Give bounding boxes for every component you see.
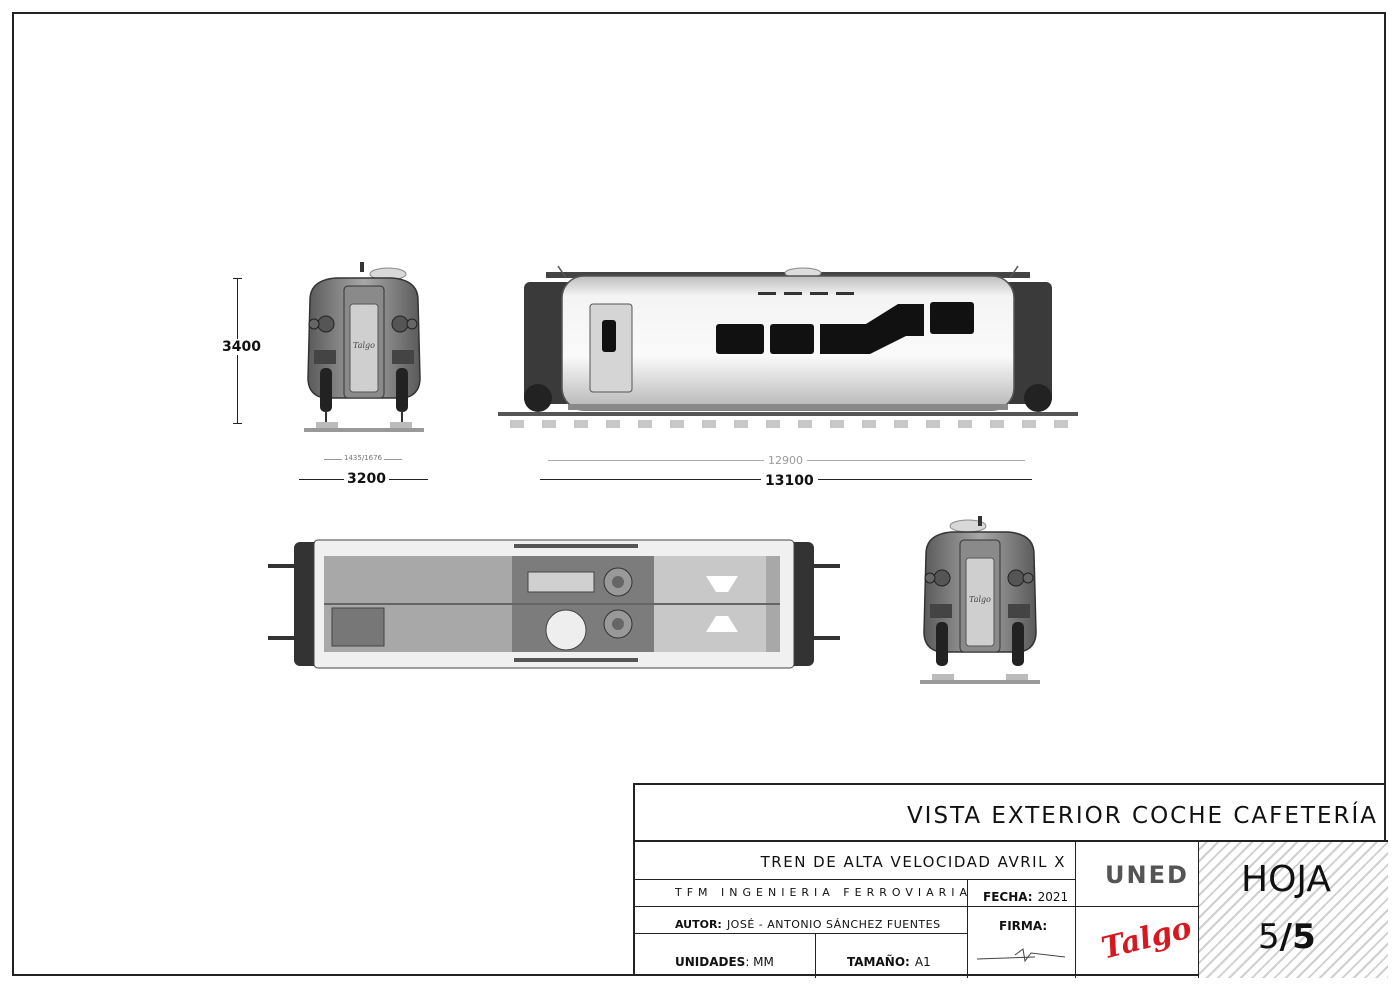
signature-graphic — [976, 948, 1066, 963]
side-view — [498, 265, 1078, 428]
total-length-dimension: 13100 — [761, 473, 818, 489]
autor-label: AUTOR: — [675, 918, 722, 931]
tamano-value: A1 — [914, 955, 931, 969]
front-view-top: Talgo — [304, 262, 424, 432]
autor-field: AUTOR: JOSÉ - ANTONIO SÁNCHEZ FUENTES — [675, 913, 941, 932]
hoja-label: HOJA — [1241, 859, 1332, 900]
project-title: TREN DE ALTA VELOCIDAD AVRIL X — [760, 853, 1066, 871]
sheet-hatch — [1198, 841, 1388, 978]
unidades-value: : MM — [745, 955, 774, 969]
height-tick-bottom — [233, 423, 242, 424]
car-logo-rear: Talgo — [969, 595, 991, 604]
sheet-current: 5 — [1258, 917, 1280, 957]
fecha-value: 2021 — [1037, 890, 1069, 904]
gauge-dimension: 1435/1676 — [342, 454, 384, 462]
program-name: TFM INGENIERIA FERROVIARIA — [675, 886, 973, 899]
unidades-label: UNIDADES — [675, 955, 746, 969]
tamano-label: TAMAÑO: — [847, 955, 910, 969]
inner-length-dimension: 12900 — [764, 454, 807, 467]
firma-label: FIRMA: — [999, 919, 1048, 933]
sheet-total: 5 — [1292, 917, 1316, 957]
rear-view: Talgo — [920, 516, 1040, 684]
unidades-field: UNIDADES: MM — [675, 951, 774, 970]
tamano-field: TAMAÑO: A1 — [847, 951, 931, 970]
drawing-frame — [12, 12, 1386, 976]
fecha-label: FECHA: — [983, 890, 1033, 904]
car-logo: Talgo — [353, 341, 375, 350]
main-title: VISTA EXTERIOR COCHE CAFETERÍA — [906, 803, 1378, 829]
autor-value: JOSÉ - ANTONIO SÁNCHEZ FUENTES — [726, 918, 941, 931]
fecha-field: FECHA: 2021 — [983, 886, 1068, 905]
width-dimension: 3200 — [344, 471, 389, 487]
talgo-logo: Talgo — [1098, 910, 1196, 967]
top-view — [268, 539, 840, 669]
height-tick-top — [233, 278, 242, 279]
title-block: VISTA EXTERIOR COCHE CAFETERÍA TREN DE A… — [633, 783, 1388, 978]
uned-logo: UNED — [1105, 861, 1189, 889]
sheet-number: 5/5 — [1258, 917, 1316, 957]
height-dimension: 3400 — [222, 339, 261, 355]
